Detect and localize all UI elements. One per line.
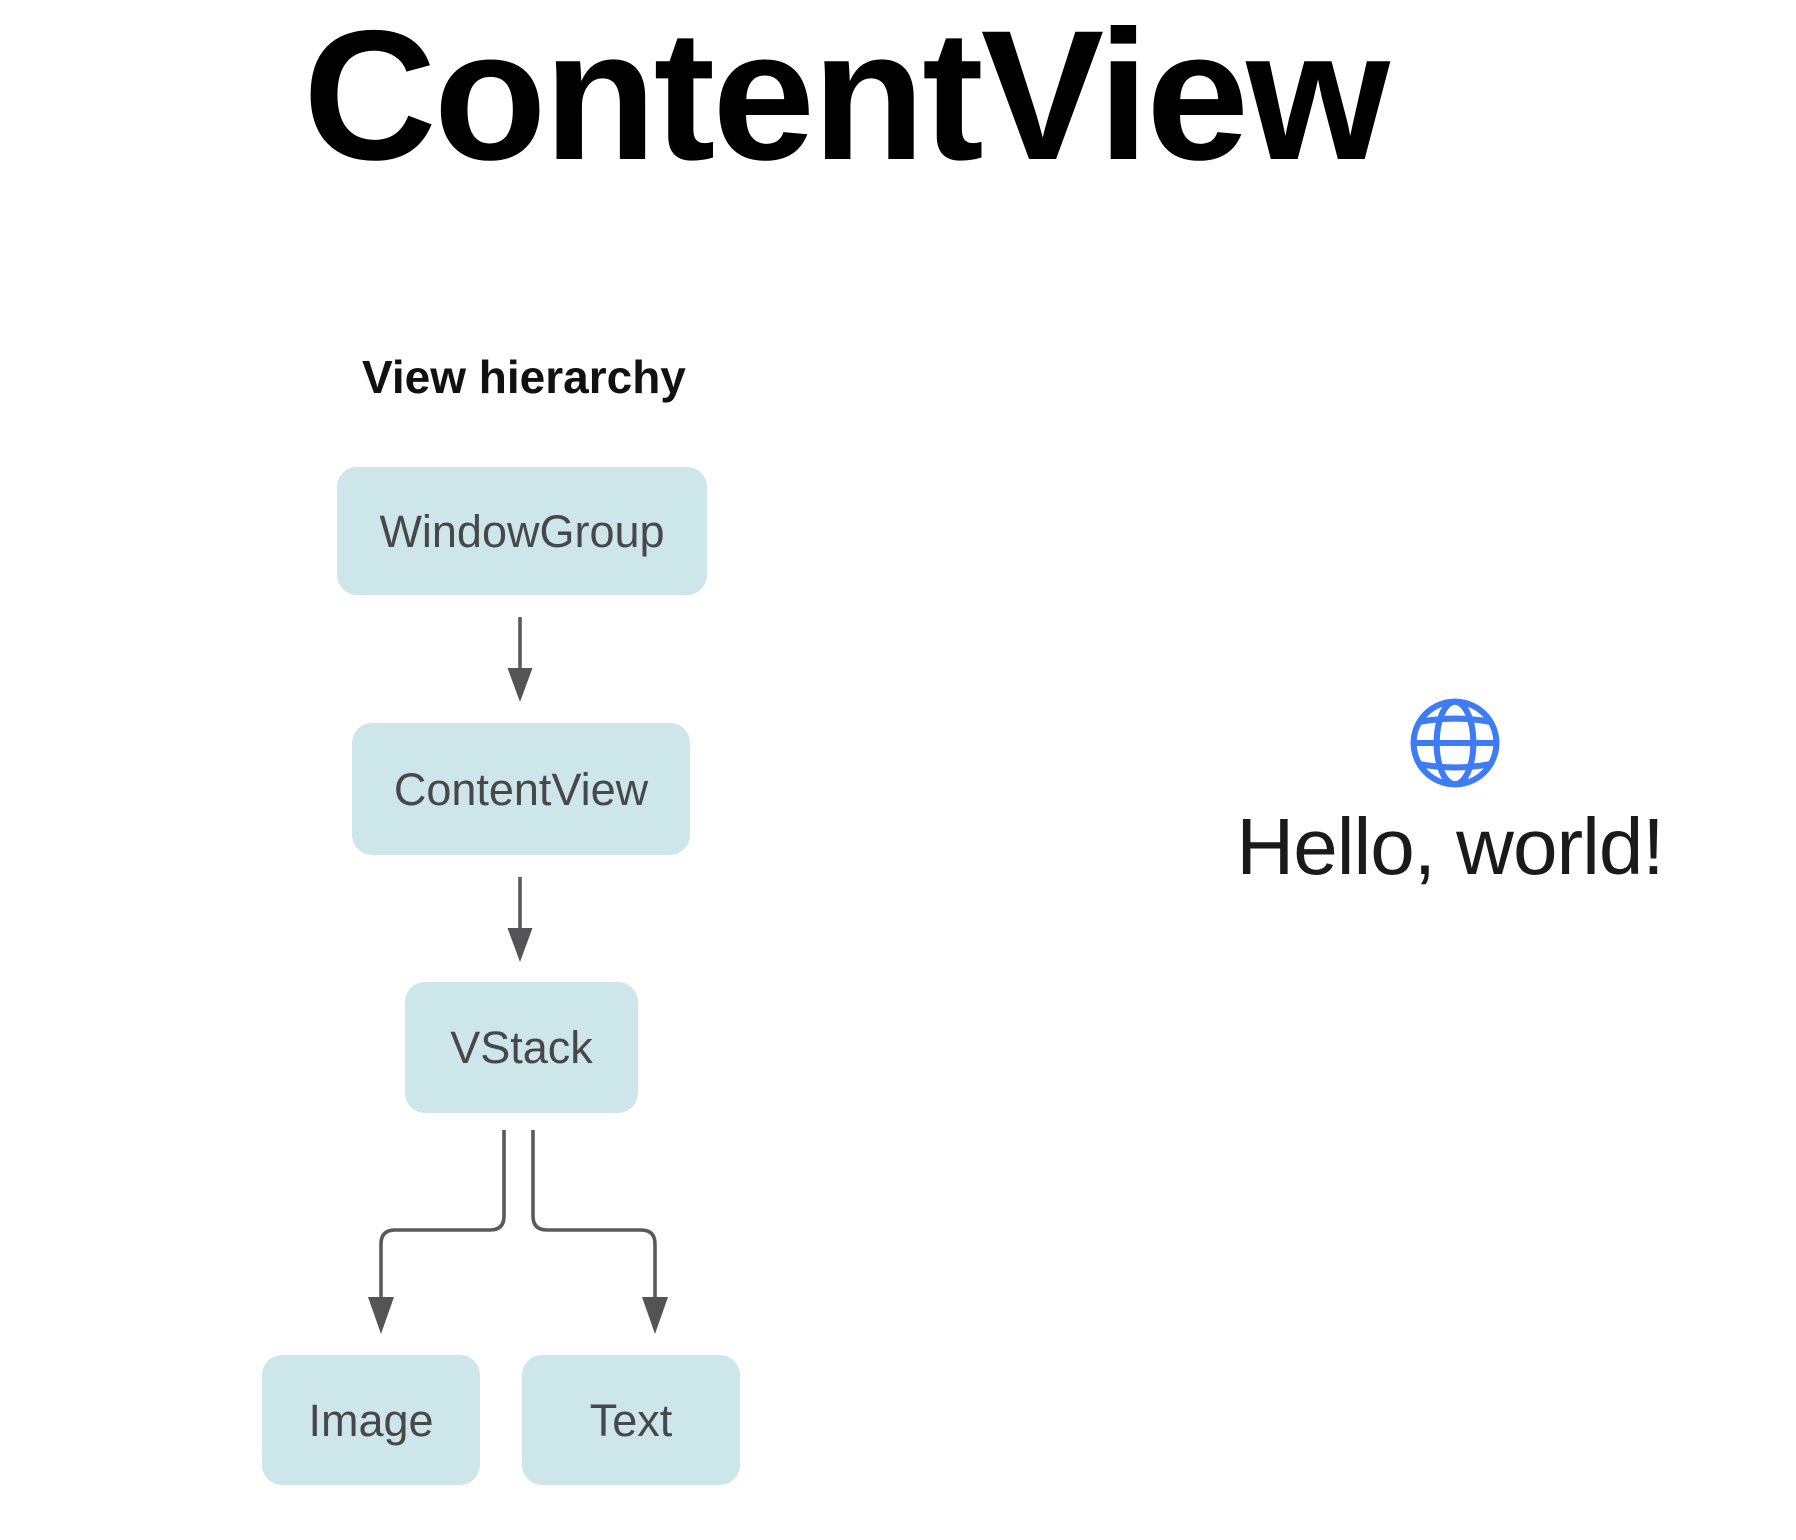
- node-contentview: ContentView: [352, 723, 690, 855]
- view-hierarchy-label: View hierarchy: [362, 351, 686, 403]
- node-contentview-label: ContentView: [393, 763, 649, 815]
- node-windowgroup-label: WindowGroup: [379, 505, 665, 557]
- node-image-label: Image: [308, 1394, 434, 1446]
- edge-vstack-image: [368, 1130, 506, 1334]
- edge-contentview-vstack: [507, 877, 533, 962]
- edge-windowgroup-contentview: [507, 617, 533, 702]
- page-title: ContentView: [303, 0, 1390, 199]
- hello-world-text: Hello, world!: [1236, 802, 1664, 891]
- node-vstack: VStack: [405, 982, 638, 1113]
- node-text: Text: [522, 1355, 740, 1485]
- node-text-label: Text: [589, 1394, 673, 1446]
- node-image: Image: [262, 1355, 480, 1485]
- globe-icon: [1410, 698, 1500, 788]
- node-vstack-label: VStack: [450, 1022, 593, 1073]
- edge-vstack-text: [531, 1130, 668, 1334]
- node-windowgroup: WindowGroup: [337, 467, 707, 595]
